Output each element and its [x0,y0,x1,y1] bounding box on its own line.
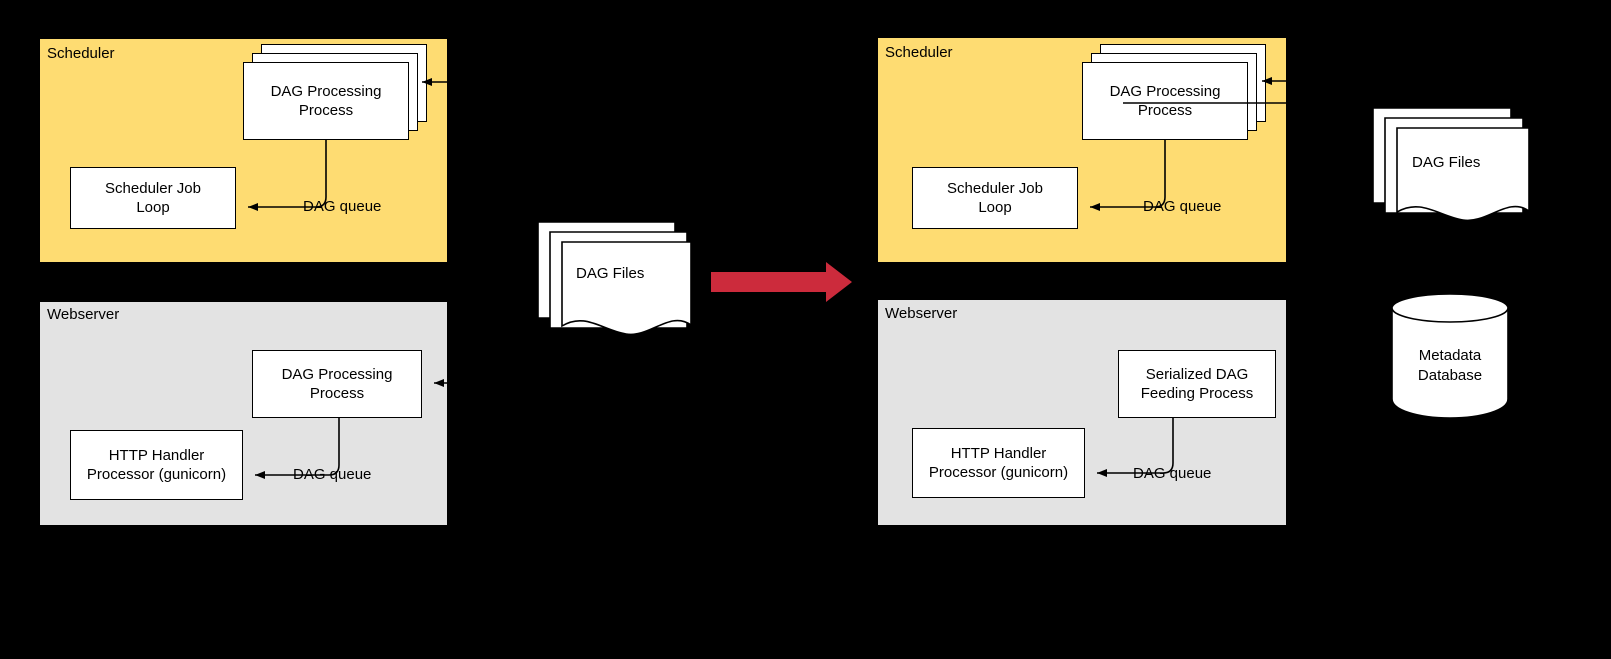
right-scheduler-dag-processing-process[interactable]: DAG Processing Process [1082,62,1248,140]
right-webserver-panel-label: Webserver [885,305,958,322]
left-scheduler-panel-label: Scheduler [47,45,115,62]
right-scheduler-job-loop-line2: Loop [978,199,1012,216]
metadata-database-line2: Database [1417,366,1483,384]
left-webserver-http-handler-line2: Processor (gunicorn) [86,466,227,483]
left-webserver-dag-queue-label: DAG queue [293,466,372,483]
left-webserver-dag-process-line1: DAG Processing [281,365,393,383]
right-webserver-http-handler-line2: Processor (gunicorn) [928,464,1069,481]
right-webserver-feeder-line2: Feeding Process [1140,385,1254,402]
right-webserver-serialized-dag-feeding-process[interactable]: Serialized DAG Feeding Process [1118,350,1276,418]
left-webserver-dag-process-line2: Process [309,385,365,402]
left-scheduler-job-loop-line1: Scheduler Job [105,179,201,197]
right-webserver-http-handler-line1: HTTP Handler [950,444,1047,462]
right-scheduler-job-loop-line1: Scheduler Job [947,179,1043,197]
center-dag-files-doc-front [561,241,692,336]
left-webserver-http-handler-line1: HTTP Handler [108,446,205,464]
metadata-database-line1: Metadata [1418,347,1482,364]
right-scheduler-dag-process-line2: Process [1137,102,1193,119]
metadata-database-top [1391,293,1509,323]
right-scheduler-panel-label: Scheduler [885,44,953,61]
left-scheduler-dag-queue-label: DAG queue [303,198,382,215]
left-scheduler-job-loop[interactable]: Scheduler Job Loop [70,167,236,229]
right-dag-files-label: DAG Files [1412,154,1481,171]
right-webserver-http-handler[interactable]: HTTP Handler Processor (gunicorn) [912,428,1085,498]
right-scheduler-job-loop[interactable]: Scheduler Job Loop [912,167,1078,229]
right-scheduler-dag-process-line1: DAG Processing [1109,82,1221,100]
right-webserver-dag-queue-label: DAG queue [1133,465,1212,482]
left-scheduler-job-loop-line2: Loop [136,199,170,216]
right-scheduler-dag-queue-label: DAG queue [1143,198,1222,215]
left-webserver-panel-label: Webserver [47,306,120,323]
center-dag-files-label: DAG Files [576,265,645,282]
left-webserver-dag-processing-process[interactable]: DAG Processing Process [252,350,422,418]
left-scheduler-dag-process-line2: Process [298,102,354,119]
right-dag-files-doc-front [1396,127,1530,222]
left-scheduler-dag-processing-process[interactable]: DAG Processing Process [243,62,409,140]
metadata-database-label: Metadata Database [1418,346,1482,385]
left-scheduler-dag-process-line1: DAG Processing [270,82,382,100]
left-webserver-http-handler[interactable]: HTTP Handler Processor (gunicorn) [70,430,243,500]
right-webserver-feeder-line1: Serialized DAG [1145,365,1249,383]
center-transition-arrow [711,262,852,302]
